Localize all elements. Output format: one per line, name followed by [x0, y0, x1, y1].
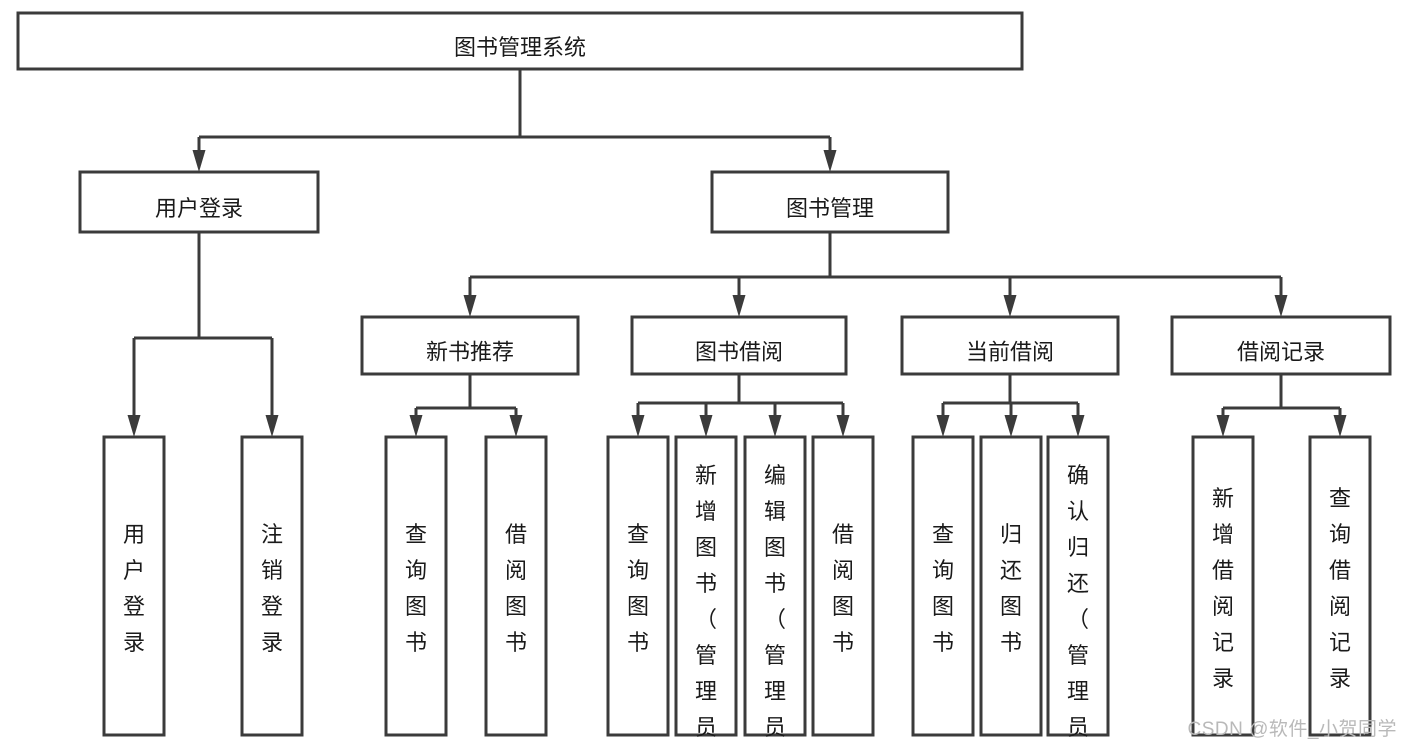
arrow-head-icon — [1274, 295, 1288, 317]
edge-userlogin-to-leaves — [127, 232, 279, 437]
node-box-root[interactable] — [16, 11, 1024, 71]
edge-root-to-level2 — [192, 69, 837, 172]
node-label-leaf-edit-book: 编辑图书（管理员） — [764, 463, 786, 747]
node-label-root: 图书管理系统 — [454, 35, 586, 60]
arrow-head-icon — [836, 415, 850, 437]
arrow-head-icon — [192, 150, 206, 172]
node-borrow-record[interactable]: 借阅记录 — [1170, 315, 1392, 376]
node-label-leaf-query-book-bb: 查询图书 — [627, 522, 649, 655]
node-label-leaf-query-book-cb: 查询图书 — [932, 522, 954, 655]
node-label-leaf-add-record: 新增借阅记录 — [1212, 486, 1234, 691]
arrow-head-icon — [631, 415, 645, 437]
node-box-leaf-edit-book[interactable] — [743, 435, 807, 737]
node-leaf-confirm-return[interactable]: 确认归还（管理员） — [1046, 435, 1110, 747]
node-box-leaf-borrow-book-rec[interactable] — [484, 435, 548, 737]
edge-borrowrecord-to-leaves — [1216, 374, 1347, 437]
node-leaf-query-book-bb[interactable]: 查询图书 — [606, 435, 670, 737]
node-box-leaf-return-book[interactable] — [979, 435, 1043, 737]
node-book-borrow[interactable]: 图书借阅 — [630, 315, 848, 376]
node-leaf-query-record[interactable]: 查询借阅记录 — [1308, 435, 1372, 737]
node-leaf-edit-book[interactable]: 编辑图书（管理员） — [743, 435, 807, 747]
arrow-head-icon — [699, 415, 713, 437]
arrow-head-icon — [409, 415, 423, 437]
node-leaf-user-login[interactable]: 用户登录 — [102, 435, 166, 737]
node-box-leaf-user-logout[interactable] — [240, 435, 304, 737]
node-leaf-return-book[interactable]: 归还图书 — [979, 435, 1043, 737]
node-label-book-borrow: 图书借阅 — [695, 339, 783, 364]
node-label-leaf-query-record: 查询借阅记录 — [1329, 486, 1351, 691]
node-box-user-login[interactable] — [78, 170, 320, 234]
node-leaf-borrow-book-rec[interactable]: 借阅图书 — [484, 435, 548, 737]
arrow-head-icon — [768, 415, 782, 437]
node-leaf-borrow-book-bb[interactable]: 借阅图书 — [811, 435, 875, 737]
arrow-head-icon — [823, 150, 837, 172]
node-box-leaf-borrow-book-bb[interactable] — [811, 435, 875, 737]
arrow-head-icon — [732, 295, 746, 317]
arrow-head-icon — [265, 415, 279, 437]
edge-newbookrec-to-leaves — [409, 374, 523, 437]
arrow-head-icon — [1333, 415, 1347, 437]
arrow-head-icon — [1071, 415, 1085, 437]
node-label-user-login: 用户登录 — [155, 196, 243, 221]
node-book-manage[interactable]: 图书管理 — [710, 170, 950, 234]
node-box-leaf-query-book-bb[interactable] — [606, 435, 670, 737]
node-box-leaf-query-book-cb[interactable] — [911, 435, 975, 737]
node-label-borrow-record: 借阅记录 — [1237, 339, 1325, 364]
node-box-leaf-add-record[interactable] — [1191, 435, 1255, 737]
arrow-head-icon — [127, 415, 141, 437]
node-box-leaf-add-book[interactable] — [674, 435, 738, 737]
arrow-head-icon — [509, 415, 523, 437]
node-user-login[interactable]: 用户登录 — [78, 170, 320, 234]
node-box-book-manage[interactable] — [710, 170, 950, 234]
node-new-book-rec[interactable]: 新书推荐 — [360, 315, 580, 376]
node-label-new-book-rec: 新书推荐 — [426, 339, 514, 364]
node-leaf-user-logout[interactable]: 注销登录 — [240, 435, 304, 737]
edge-bookborrow-to-leaves — [631, 374, 850, 437]
node-leaf-add-book[interactable]: 新增图书（管理员） — [674, 435, 738, 747]
node-label-leaf-user-logout: 注销登录 — [261, 522, 283, 655]
node-box-current-borrow[interactable] — [900, 315, 1120, 376]
node-label-leaf-borrow-book-bb: 借阅图书 — [832, 522, 854, 655]
node-label-leaf-confirm-return: 确认归还（管理员） — [1067, 463, 1089, 747]
node-current-borrow[interactable]: 当前借阅 — [900, 315, 1120, 376]
connectors-layer — [127, 69, 1347, 437]
edge-currentborrow-to-leaves — [936, 374, 1085, 437]
node-box-leaf-user-login[interactable] — [102, 435, 166, 737]
arrow-head-icon — [463, 295, 477, 317]
nodes-layer: 图书管理系统用户登录图书管理新书推荐图书借阅当前借阅借阅记录用户登录注销登录查询… — [16, 11, 1392, 747]
arrow-head-icon — [1216, 415, 1230, 437]
arrow-head-icon — [936, 415, 950, 437]
node-leaf-query-book-cb[interactable]: 查询图书 — [911, 435, 975, 737]
node-label-current-borrow: 当前借阅 — [966, 339, 1054, 364]
node-box-book-borrow[interactable] — [630, 315, 848, 376]
node-label-book-manage: 图书管理 — [786, 196, 874, 221]
edge-bookmanage-to-level3 — [463, 232, 1288, 317]
node-label-leaf-user-login: 用户登录 — [123, 522, 145, 655]
node-box-leaf-query-book-rec[interactable] — [384, 435, 448, 737]
node-leaf-query-book-rec[interactable]: 查询图书 — [384, 435, 448, 737]
node-label-leaf-query-book-rec: 查询图书 — [405, 522, 427, 655]
arrow-head-icon — [1003, 295, 1017, 317]
node-label-leaf-borrow-book-rec: 借阅图书 — [505, 522, 527, 655]
node-box-leaf-confirm-return[interactable] — [1046, 435, 1110, 737]
node-box-borrow-record[interactable] — [1170, 315, 1392, 376]
node-box-leaf-query-record[interactable] — [1308, 435, 1372, 737]
node-label-leaf-add-book: 新增图书（管理员） — [695, 463, 717, 747]
arrow-head-icon — [1004, 415, 1018, 437]
node-leaf-add-record[interactable]: 新增借阅记录 — [1191, 435, 1255, 737]
node-label-leaf-return-book: 归还图书 — [1000, 522, 1022, 655]
node-box-new-book-rec[interactable] — [360, 315, 580, 376]
node-root[interactable]: 图书管理系统 — [16, 11, 1024, 71]
